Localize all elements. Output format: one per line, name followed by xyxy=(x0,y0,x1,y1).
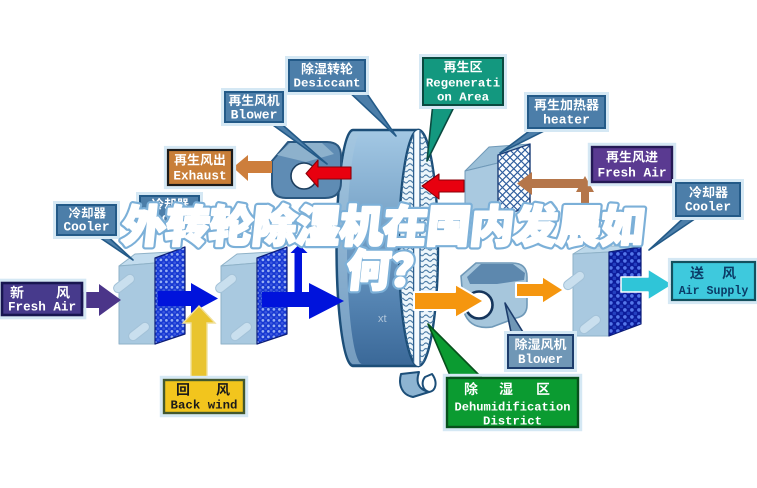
svg-text:Fresh Air: Fresh Air xyxy=(8,301,76,315)
svg-text:xt: xt xyxy=(378,313,387,325)
svg-text:Blower: Blower xyxy=(518,353,563,367)
svg-text:Back wind: Back wind xyxy=(171,399,238,413)
svg-text:Exhaust: Exhaust xyxy=(173,169,226,184)
svg-text:Desiccant: Desiccant xyxy=(294,77,361,91)
svg-text:Cooler: Cooler xyxy=(685,200,731,215)
svg-text:Blower: Blower xyxy=(231,108,278,123)
svg-text:Dehumidification: Dehumidification xyxy=(454,401,570,415)
svg-text:Regenerati: Regenerati xyxy=(426,77,500,91)
svg-text:heater: heater xyxy=(543,113,590,128)
svg-text:on Area: on Area xyxy=(437,91,490,105)
svg-text:Cooler: Cooler xyxy=(63,220,109,235)
svg-text:Air Supply: Air Supply xyxy=(679,285,749,298)
svg-text:District: District xyxy=(483,415,542,429)
svg-text:Fresh Air: Fresh Air xyxy=(597,166,666,181)
